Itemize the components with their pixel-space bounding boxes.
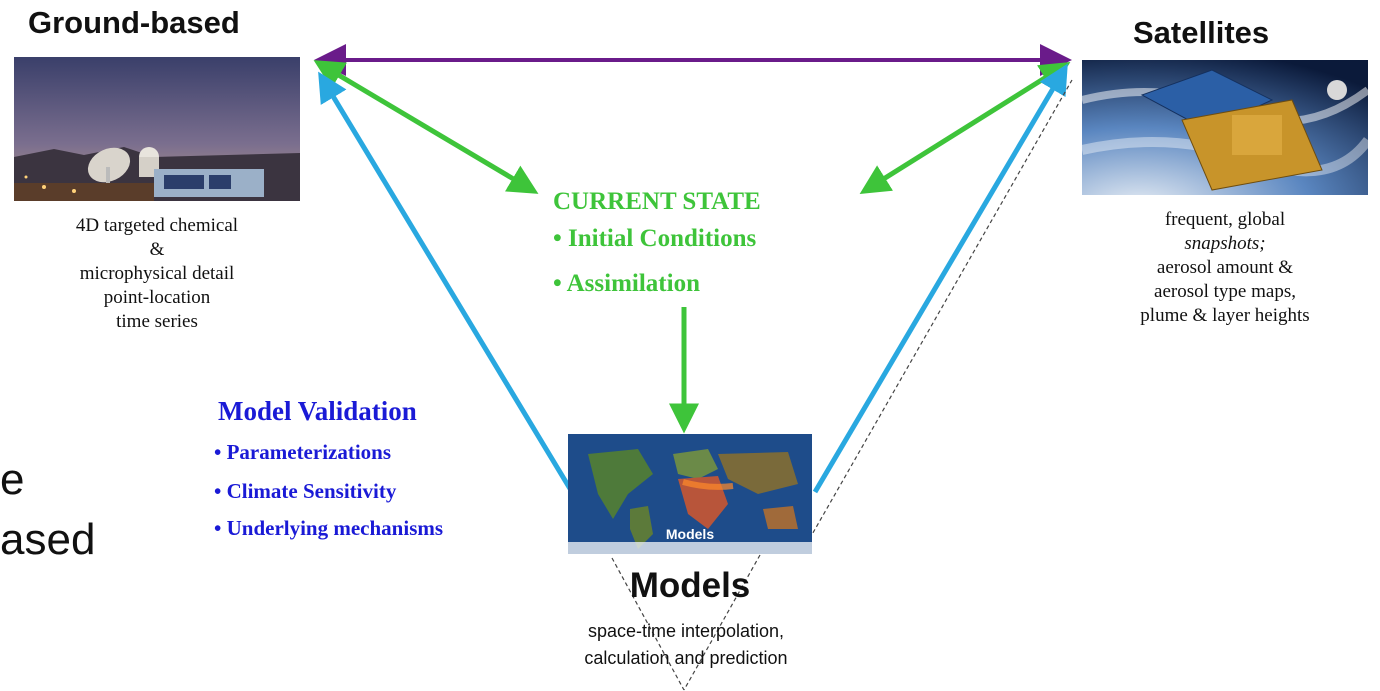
ground-desc-line: microphysical detail <box>79 263 235 284</box>
satellite-current-state-arrow <box>859 62 1071 194</box>
model-validation-item: • Parameterizations <box>214 440 392 464</box>
ground-current-state-arrow <box>313 60 539 194</box>
models-ground-arrow <box>318 71 575 494</box>
current-state-title: CURRENT STATE <box>553 188 761 215</box>
ground-based-title: Ground-based <box>28 5 240 40</box>
satellite-photo <box>1082 60 1368 195</box>
current-state-item: • Assimilation <box>553 270 700 297</box>
models-satellite-arrow <box>812 63 1068 494</box>
dashed-guide-models-right <box>683 554 761 691</box>
models-desc-line: calculation and prediction <box>584 648 788 668</box>
models-map-image: Models <box>568 434 812 554</box>
ground-desc-line: time series <box>116 311 198 332</box>
satellites-desc-line: snapshots; <box>1184 233 1266 254</box>
dashed-guide-right <box>805 79 1073 546</box>
model-validation-item: • Underlying mechanisms <box>214 516 444 540</box>
satellites-desc-line: aerosol amount & <box>1156 257 1294 278</box>
models-image-label: Models <box>665 526 715 542</box>
model-validation-title: Model Validation <box>218 396 417 426</box>
ground-desc-line: 4D targeted chemical <box>75 215 239 236</box>
ground-desc-line: point-location <box>103 287 211 308</box>
ground-desc-line: & <box>149 239 165 260</box>
satellites-desc-line: aerosol type maps, <box>1154 281 1296 302</box>
models-desc-line: space-time interpolation, <box>587 621 785 641</box>
satellites-description: frequent, global snapshots; aerosol amou… <box>1072 208 1378 328</box>
satellites-title: Satellites <box>1133 15 1270 50</box>
satellites-desc-line: frequent, global <box>1164 209 1286 230</box>
model-validation-item: • Climate Sensitivity <box>214 479 397 503</box>
left-text-fragment: e <box>0 455 25 504</box>
satellites-desc-line: plume & layer heights <box>1140 305 1310 326</box>
current-state-item: • Initial Conditions <box>553 225 757 252</box>
left-text-fragment: ased <box>0 515 96 564</box>
ground-station-photo <box>14 57 300 201</box>
ground-based-description: 4D targeted chemical & microphysical det… <box>14 214 300 334</box>
models-title: Models <box>629 566 751 605</box>
